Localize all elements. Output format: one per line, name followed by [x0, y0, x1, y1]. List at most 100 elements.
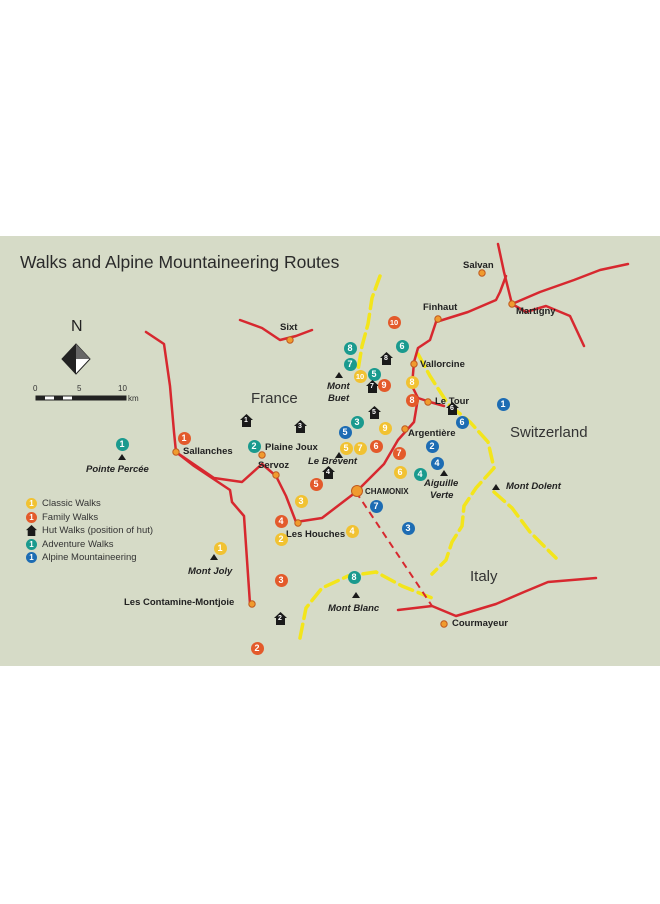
hut-marker-4-icon: 4	[321, 465, 335, 479]
legend-swatch-classic: 1	[26, 498, 37, 509]
town-dot-finhaut	[434, 315, 442, 323]
peak-label-mont-buet-1: Mont	[327, 381, 350, 392]
peak-marker-mont-buet	[335, 372, 343, 378]
map-lines	[35, 242, 630, 640]
alpine-route-marker-4: 4	[430, 456, 444, 470]
hut-marker-3-icon: 3	[293, 419, 307, 433]
legend-label-adventure: Adventure Walks	[42, 538, 114, 550]
peak-label-mont-buet-2: Buet	[328, 393, 350, 404]
classic-route-marker-6: 6	[393, 465, 407, 479]
peak-marker-mont-joly	[210, 554, 218, 560]
road-sixt	[238, 318, 314, 342]
classic-route-marker-2: 2	[274, 532, 288, 546]
legend-swatch-hut-icon	[26, 525, 37, 536]
classic-route-marker-3: 3	[294, 494, 308, 508]
place-label-plaine-joux: Plaine Joux	[265, 442, 318, 453]
map-title: Walks and Alpine Mountaineering Routes	[20, 252, 340, 272]
scale-tick-0: 0	[33, 384, 38, 393]
scale-tick-5: 5	[77, 384, 82, 393]
place-label-vallorcine: Vallorcine	[420, 359, 465, 370]
peak-marker-mont-dolent	[492, 484, 500, 490]
alpine-route-marker-6: 6	[455, 415, 469, 429]
town-dot-martigny	[508, 300, 516, 308]
family-route-marker-4: 4	[274, 514, 288, 528]
adventure-route-marker-4: 4	[413, 467, 427, 481]
alpine-route-marker-1: 1	[496, 397, 510, 411]
adventure-route-marker-6: 6	[395, 339, 409, 353]
classic-route-marker-1: 1	[213, 541, 227, 555]
family-route-marker-2: 2	[250, 641, 264, 655]
peak-label-mont-dolent: Mont Dolent	[506, 481, 561, 492]
town-dot-servoz	[272, 471, 280, 479]
place-label-argentiere: Argentière	[408, 428, 456, 439]
family-route-marker-5: 5	[309, 477, 323, 491]
place-label-sallanches: Sallanches	[183, 446, 233, 457]
town-dot-chamonix	[351, 485, 363, 497]
border-line-east	[416, 352, 496, 576]
town-dot-salvan	[478, 269, 486, 277]
adventure-route-marker-3: 3	[350, 415, 364, 429]
family-route-marker-1: 1	[177, 431, 191, 445]
town-dot-plaine-joux	[258, 451, 266, 459]
compass-rose	[61, 343, 91, 375]
town-dot-les-contamine	[248, 600, 256, 608]
town-dot-argentiere	[401, 425, 409, 433]
adventure-route-marker-2: 2	[247, 439, 261, 453]
family-route-marker-7: 7	[392, 446, 406, 460]
hut-marker-6-icon: 6	[445, 401, 459, 415]
town-dot-sallanches	[172, 448, 180, 456]
hut-marker-8-icon: 8	[379, 351, 393, 365]
classic-route-marker-9: 9	[378, 421, 392, 435]
place-label-courmayeur: Courmayeur	[452, 618, 508, 629]
hut-marker-1-icon: 1	[239, 413, 253, 427]
peak-marker-mont-blanc	[352, 592, 360, 598]
road-swiss-east	[510, 262, 630, 306]
legend-label-alpine: Alpine Mountaineering	[42, 552, 137, 563]
family-route-marker-8: 8	[405, 393, 419, 407]
place-label-les-contamine: Les Contamine-Montjoie	[124, 597, 235, 608]
peak-label-aiguille-1: Aiguille	[424, 478, 459, 489]
peak-marker-le-brevent	[335, 452, 343, 458]
adventure-route-marker-1: 1	[115, 437, 129, 451]
peak-label-aiguille-2: Verte	[430, 490, 454, 501]
compass-north-letter: N	[71, 318, 83, 335]
place-label-le-tour: Le Tour	[435, 396, 470, 407]
town-dot-sixt	[286, 336, 294, 344]
town-dot-le-tour	[424, 398, 432, 406]
legend-swatch-adventure: 1	[26, 538, 37, 550]
peak-marker-aiguille-verte	[440, 470, 448, 476]
map-panel: Walks and Alpine Mountaineering Routes N…	[0, 236, 660, 666]
hut-marker-2-icon: 2	[273, 611, 287, 625]
classic-route-marker-5: 5	[339, 441, 353, 455]
place-label-salvan: Salvan	[463, 260, 494, 271]
classic-route-marker-10: 10	[353, 369, 367, 383]
place-label-martigny: Martigny	[516, 306, 556, 317]
adventure-route-marker-8: 8	[343, 341, 357, 355]
adventure-route-marker-5: 5	[367, 367, 381, 381]
road-martigny	[434, 274, 508, 324]
scale-tick-10: 10	[118, 384, 127, 393]
place-label-sixt: Sixt	[280, 322, 298, 333]
scale-unit: km	[128, 394, 139, 403]
legend-label-hut: Hut Walks (position of hut)	[42, 525, 154, 536]
peak-label-mont-blanc: Mont Blanc	[328, 603, 380, 614]
town-dot-courmayeur	[440, 620, 448, 628]
family-route-marker-9: 9	[377, 378, 391, 392]
country-label-switzerland: Switzerland	[510, 424, 588, 441]
place-label-les-houches: Les Houches	[286, 529, 346, 540]
legend-label-classic: Classic Walks	[42, 498, 101, 509]
alpine-route-marker-5: 5	[338, 425, 352, 439]
peak-label-pointe-percee: Pointe Percée	[86, 464, 149, 475]
border-line-north	[356, 274, 382, 372]
road-chamonix	[174, 320, 438, 524]
border-line-southeast	[492, 490, 558, 560]
peak-label-mont-joly: Mont Joly	[188, 566, 233, 577]
classic-route-marker-4: 4	[345, 524, 359, 538]
peak-label-le-brevent: Le Brévent	[308, 456, 358, 467]
tunnel-line	[355, 491, 433, 607]
scale-bar	[35, 395, 127, 401]
legend-swatch-alpine: 1	[26, 552, 37, 563]
hut-marker-5-icon: 5	[367, 405, 381, 419]
country-label-italy: Italy	[470, 568, 498, 585]
alpine-route-marker-2: 2	[425, 439, 439, 453]
